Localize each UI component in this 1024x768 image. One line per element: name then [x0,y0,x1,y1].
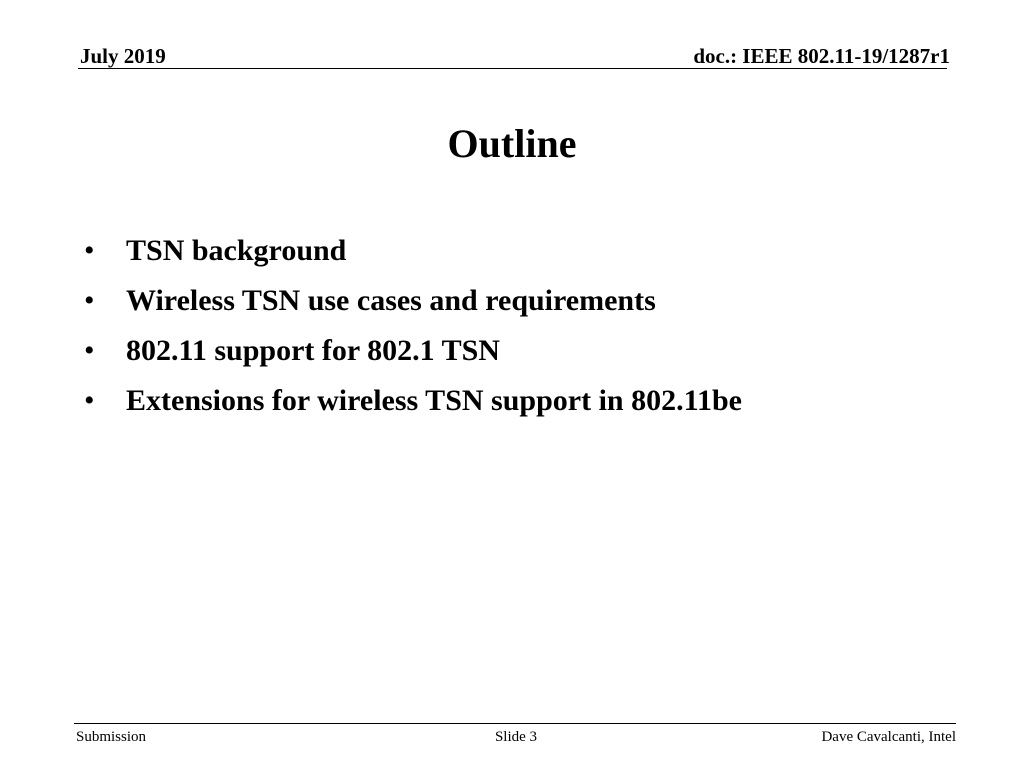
bullet-item: • Extensions for wireless TSN support in… [84,376,742,426]
slide-title: Outline [447,121,577,166]
footer-author: Dave Cavalcanti, Intel [821,729,956,745]
footer-divider [74,723,956,724]
bullet-list: • TSN background • Wireless TSN use case… [84,226,742,426]
header-date: July 2019 [80,44,166,68]
header-doc-number: doc.: IEEE 802.11-19/1287r1 [693,44,950,68]
bullet-item: • TSN background [84,226,742,276]
bullet-item: • Wireless TSN use cases and requirement… [84,276,742,326]
bullet-marker: • [84,384,95,417]
bullet-text: TSN background [126,234,347,267]
bullet-marker: • [84,234,95,267]
bullet-item: • 802.11 support for 802.1 TSN [84,326,742,376]
bullet-text: Extensions for wireless TSN support in 8… [126,384,742,417]
footer-slide-number: Slide 3 [494,729,538,745]
bullet-text: 802.11 support for 802.1 TSN [126,334,500,367]
bullet-marker: • [84,284,95,317]
bullet-text: Wireless TSN use cases and requirements [126,284,656,317]
footer-submission: Submission [76,729,147,745]
bullet-marker: • [84,334,95,367]
header-divider [78,68,947,69]
